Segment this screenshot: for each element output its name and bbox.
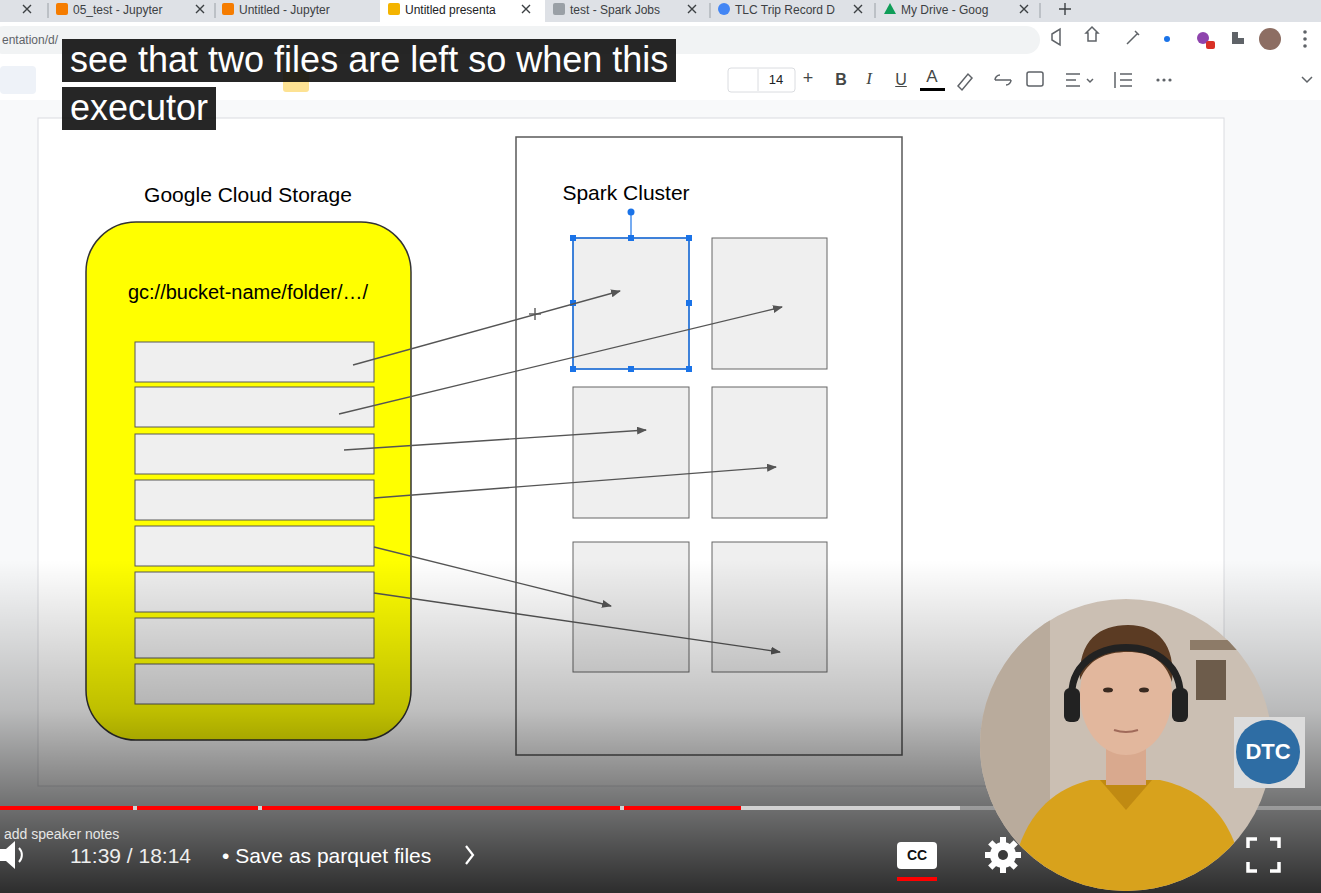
time-display: 11:39 / 18:14 (70, 843, 191, 868)
tab-title: Untitled - Jupyter (239, 3, 330, 17)
tab-title: TLC Trip Record D (735, 3, 835, 17)
storage-bucket: Google Cloud Storagegc://bucket-name/fol… (86, 222, 411, 740)
toolbar-button: B (835, 70, 847, 89)
storage-heading: Google Cloud Storage (144, 182, 352, 207)
url-text: entation/d/ (2, 33, 58, 47)
subtitle-text: see that two files are left so when this… (62, 39, 676, 130)
spark-cluster: Spark Cluster (516, 137, 902, 755)
tab-title: Untitled presenta (405, 3, 496, 17)
tab-title: 05_test - Jupyter (73, 3, 162, 17)
cluster-heading: Spark Cluster (562, 180, 689, 205)
cc-button: CC (907, 847, 927, 864)
tab-title: My Drive - Goog (901, 3, 988, 17)
tab-title: test - Spark Jobs (570, 3, 660, 17)
font-size: 14 (769, 72, 783, 88)
speaker-notes: add speaker notes (4, 826, 119, 843)
toolbar-button: U (895, 70, 907, 89)
bucket-path: gc://bucket-name/folder/…/ (128, 280, 368, 304)
toolbar-button: I (866, 69, 872, 89)
channel-logo: DTC (1245, 739, 1290, 765)
toolbar-button: + (803, 68, 814, 90)
chapter-title: • Save as parquet files (222, 843, 431, 868)
toolbar-button: A (926, 67, 937, 87)
subtitle-box: see that two files are left so when this… (62, 36, 802, 132)
